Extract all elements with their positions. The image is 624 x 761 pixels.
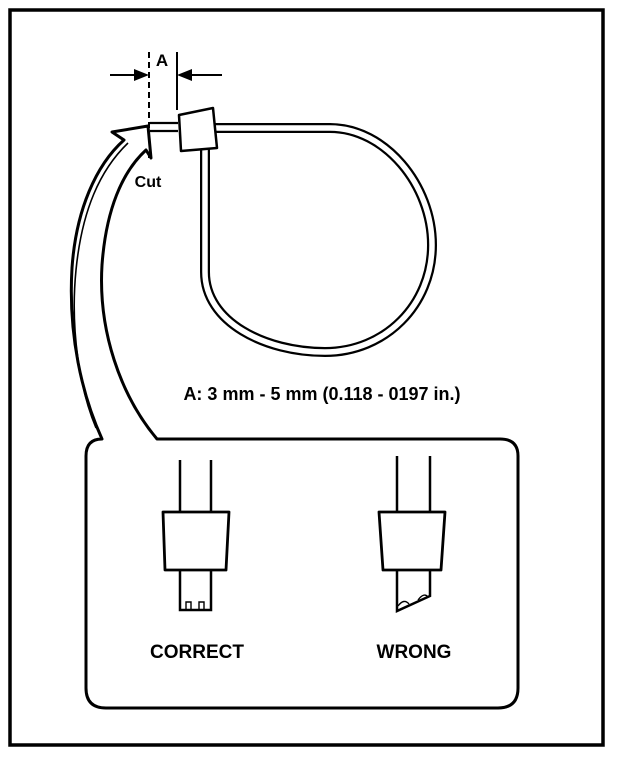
tie-tail [150, 121, 178, 133]
callout-box [69, 124, 520, 710]
wrong-label: WRONG [377, 642, 452, 663]
callout-arrow-inner-line [73, 142, 129, 429]
cut-label: Cut [135, 174, 162, 191]
tie-tail-wrong [395, 570, 432, 613]
tie-head-correct [161, 510, 231, 572]
arrowhead-right-icon [177, 69, 192, 81]
tie-tail-correct [178, 570, 213, 612]
arrowhead-left-icon [134, 69, 149, 81]
detail-callout [69, 124, 520, 710]
dimension-spec: A: 3 mm - 5 mm (0.118 - 0197 in.) [183, 384, 460, 404]
tie-head [177, 106, 219, 153]
tie-head-wrong [377, 510, 447, 572]
tie-strap-fill [202, 125, 435, 355]
correct-example: CORRECT [150, 460, 244, 663]
correct-label: CORRECT [150, 642, 244, 663]
dimension-label: A [156, 51, 168, 70]
wrong-example: WRONG [377, 456, 452, 663]
flush-cut-mark [185, 601, 205, 610]
slanted-cut-mark [397, 594, 429, 607]
cable-tie [150, 106, 438, 358]
outer-frame [8, 8, 605, 747]
